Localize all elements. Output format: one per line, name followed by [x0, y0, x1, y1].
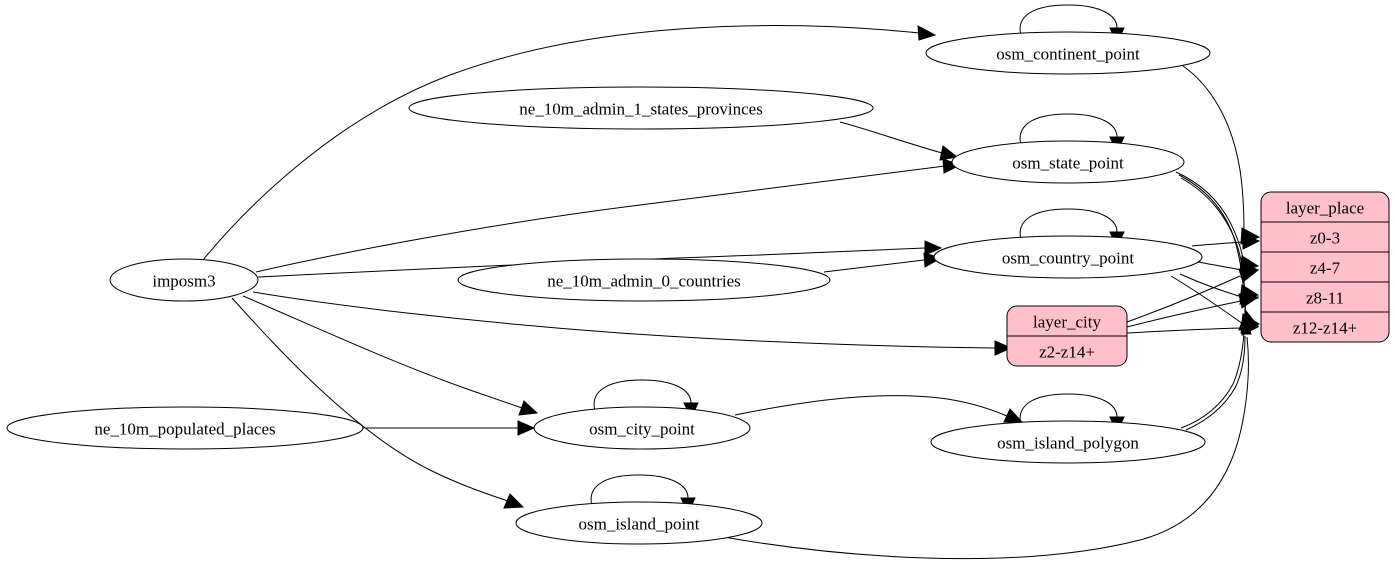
- edge-imposm3-to-osm_island_point: [231, 297, 525, 509]
- node-osm-island-point[interactable]: osm_island_point: [515, 501, 763, 545]
- node-osm-country-point[interactable]: osm_country_point: [933, 235, 1203, 279]
- edge-imposm3-to-osm_continent_point: [202, 25, 937, 261]
- edge-imposm3-to-layer_city: [252, 291, 1013, 356]
- edge-ne_admin1-to-osm_state_point: [839, 121, 959, 161]
- record-node-layer-place[interactable]: layer_place z0-3 z4-7 z8-11 z12-z14+: [1260, 191, 1390, 343]
- node-osm-continent-point[interactable]: osm_continent_point: [925, 31, 1211, 75]
- edge-imposm3-to-osm_city_point: [242, 295, 539, 416]
- edge-imposm3-to-osm_state_point: [255, 158, 962, 273]
- edge-layer_city-to-layer_place-z4-7: [1126, 268, 1260, 323]
- edge-osm_city_point-to-osm_island_polygon: [734, 395, 1024, 423]
- node-imposm3[interactable]: imposm3: [109, 258, 259, 302]
- record-node-layer-city[interactable]: layer_city z2-z14+: [1006, 305, 1128, 367]
- edge-osm_island_polygon-to-layer_place-z12-z14: [1185, 316, 1250, 431]
- node-ne-10m-populated-places[interactable]: ne_10m_populated_places: [6, 406, 364, 450]
- edge-layer: [202, 4, 1261, 560]
- node-ne-10m-admin-1-states-provinces[interactable]: ne_10m_admin_1_states_provinces: [408, 86, 874, 130]
- edge-osm_continent_point-to-layer_place-z0-3: [1182, 65, 1261, 245]
- edge-ne_populated-to-osm_city_point: [363, 420, 536, 436]
- node-osm-island-polygon[interactable]: osm_island_polygon: [930, 420, 1206, 464]
- node-ne-10m-admin-0-countries[interactable]: ne_10m_admin_0_countries: [457, 258, 831, 302]
- record-layer: layer_place z0-3 z4-7 z8-11 z12-z14+ lay…: [1006, 191, 1390, 367]
- edge-osm_island_polygon-to-layer_place-z8-11: [1180, 286, 1250, 429]
- node-osm-state-point[interactable]: osm_state_point: [951, 140, 1185, 184]
- node-layer: imposm3 ne_10m_admin_1_states_provinces …: [6, 31, 1211, 545]
- node-osm-city-point[interactable]: osm_city_point: [533, 406, 751, 450]
- edge-layer_city-to-layer_place-z12-z14: [1126, 320, 1260, 336]
- edge-osm_island_point-to-layer_place-z12-z14: [717, 317, 1252, 560]
- edge-layer_city-to-layer_place-z8-11: [1126, 293, 1260, 328]
- edge-ne_admin0-to-osm_country_point: [823, 252, 943, 273]
- edge-osm_country_point-to-layer_place-z0-3: [1191, 234, 1261, 250]
